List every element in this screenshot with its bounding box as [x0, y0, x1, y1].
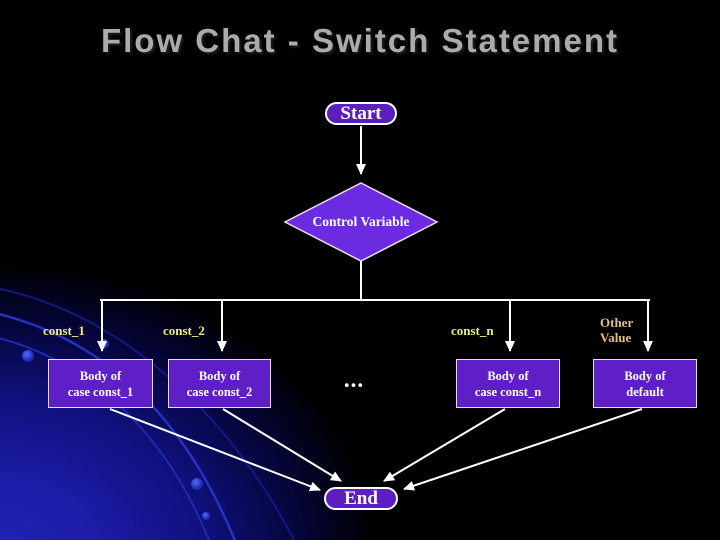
end-node: End [324, 487, 398, 510]
other-value-line2: Value [600, 330, 632, 345]
arrow-body-1-to-end [109, 408, 321, 492]
start-node-label: Start [340, 102, 382, 124]
body-box-default: Body of default [593, 359, 697, 408]
end-node-label: End [344, 487, 378, 509]
arrow-body-2-to-end [222, 408, 342, 482]
arrow-body-n-to-end [383, 408, 506, 482]
body-box-line1: Body of [487, 368, 529, 383]
orbit-sphere [22, 350, 34, 362]
orbit-sphere [202, 512, 210, 520]
slide-title: Flow Chat - Switch Statement [100, 22, 620, 59]
start-node: Start [325, 102, 397, 125]
case-label-other-value: Other Value [600, 315, 633, 345]
ellipsis: ... [343, 367, 365, 392]
case-label-const-2: const_2 [163, 323, 205, 338]
body-box-case-const-2: Body of case const_2 [168, 359, 271, 408]
body-box-case-const-n: Body of case const_n [456, 359, 560, 408]
body-box-line2: case const_1 [67, 384, 134, 399]
body-box-line1: Body of [198, 368, 241, 383]
case-label-const-n: const_n [451, 323, 494, 338]
body-box-line1: Body of [79, 368, 122, 383]
other-value-line1: Other [600, 315, 634, 330]
body-box-line2: case const_2 [186, 384, 253, 399]
orbit-sphere [191, 478, 203, 490]
body-box-line2: case const_n [474, 384, 542, 399]
body-box-line1: Body of [624, 368, 666, 383]
case-label-const-1: const_1 [43, 323, 85, 338]
arrow-body-default-to-end [403, 408, 643, 491]
body-box-case-const-1: Body of case const_1 [48, 359, 153, 408]
decision-node-label: Control Variable [312, 214, 410, 229]
body-box-line2: default [626, 384, 664, 399]
